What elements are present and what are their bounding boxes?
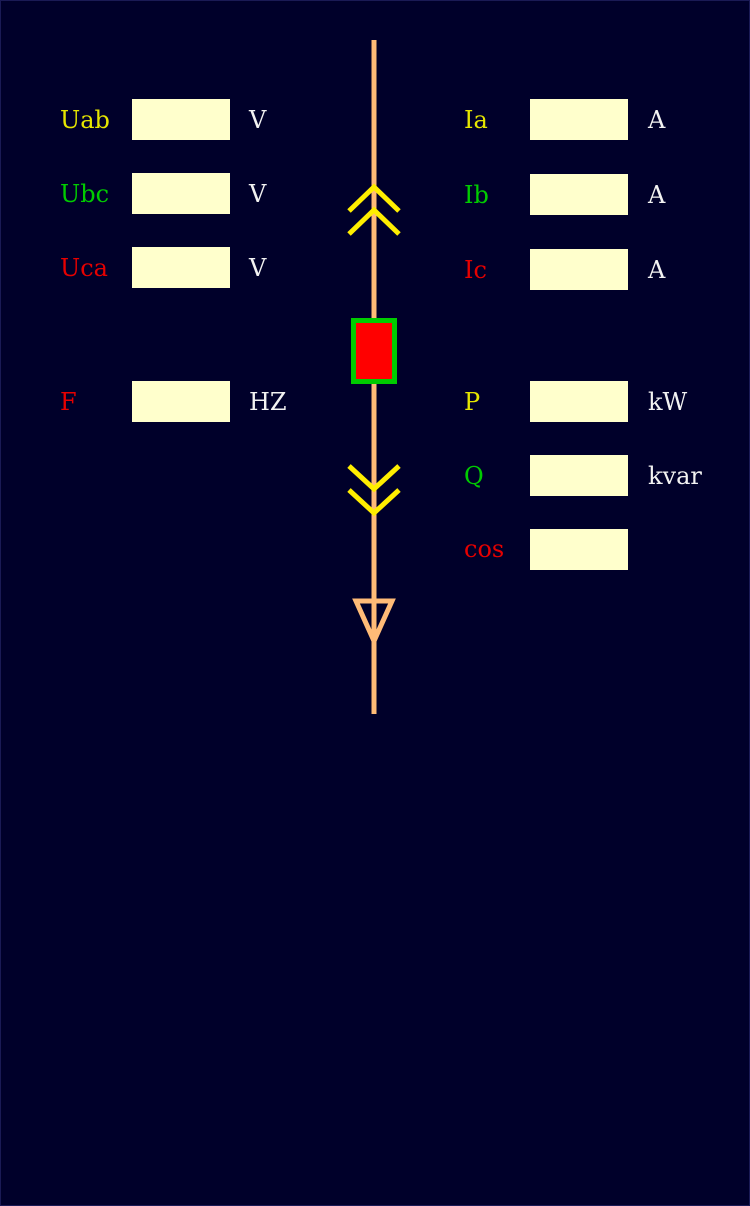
label-uca: Uca [60, 254, 108, 282]
uca-value-field[interactable] [132, 247, 230, 288]
label-cos: cos [464, 535, 505, 563]
ib-value-field[interactable] [530, 174, 628, 215]
unit-q: kvar [648, 462, 702, 490]
unit-p: kW [648, 388, 688, 416]
unit-ic: A [648, 256, 666, 284]
label-q: Q [464, 462, 484, 490]
circuit-breaker-icon[interactable] [351, 318, 397, 384]
label-uab: Uab [60, 106, 110, 134]
label-ic: Ic [464, 256, 487, 284]
q-value-field[interactable] [530, 455, 628, 496]
label-ia: Ia [464, 106, 488, 134]
label-ib: Ib [464, 181, 489, 209]
uab-value-field[interactable] [132, 99, 230, 140]
cos-value-field[interactable] [530, 529, 628, 570]
ia-value-field[interactable] [530, 99, 628, 140]
label-f: F [60, 388, 77, 416]
label-p: P [464, 388, 481, 416]
f-value-field[interactable] [132, 381, 230, 422]
p-value-field[interactable] [530, 381, 628, 422]
unit-ib: A [648, 181, 666, 209]
unit-ubc: V [249, 180, 267, 208]
ubc-value-field[interactable] [132, 173, 230, 214]
unit-ia: A [648, 106, 666, 134]
unit-uca: V [249, 254, 267, 282]
label-ubc: Ubc [60, 180, 110, 208]
ic-value-field[interactable] [530, 249, 628, 290]
unit-uab: V [249, 106, 267, 134]
unit-f: HZ [249, 388, 287, 416]
